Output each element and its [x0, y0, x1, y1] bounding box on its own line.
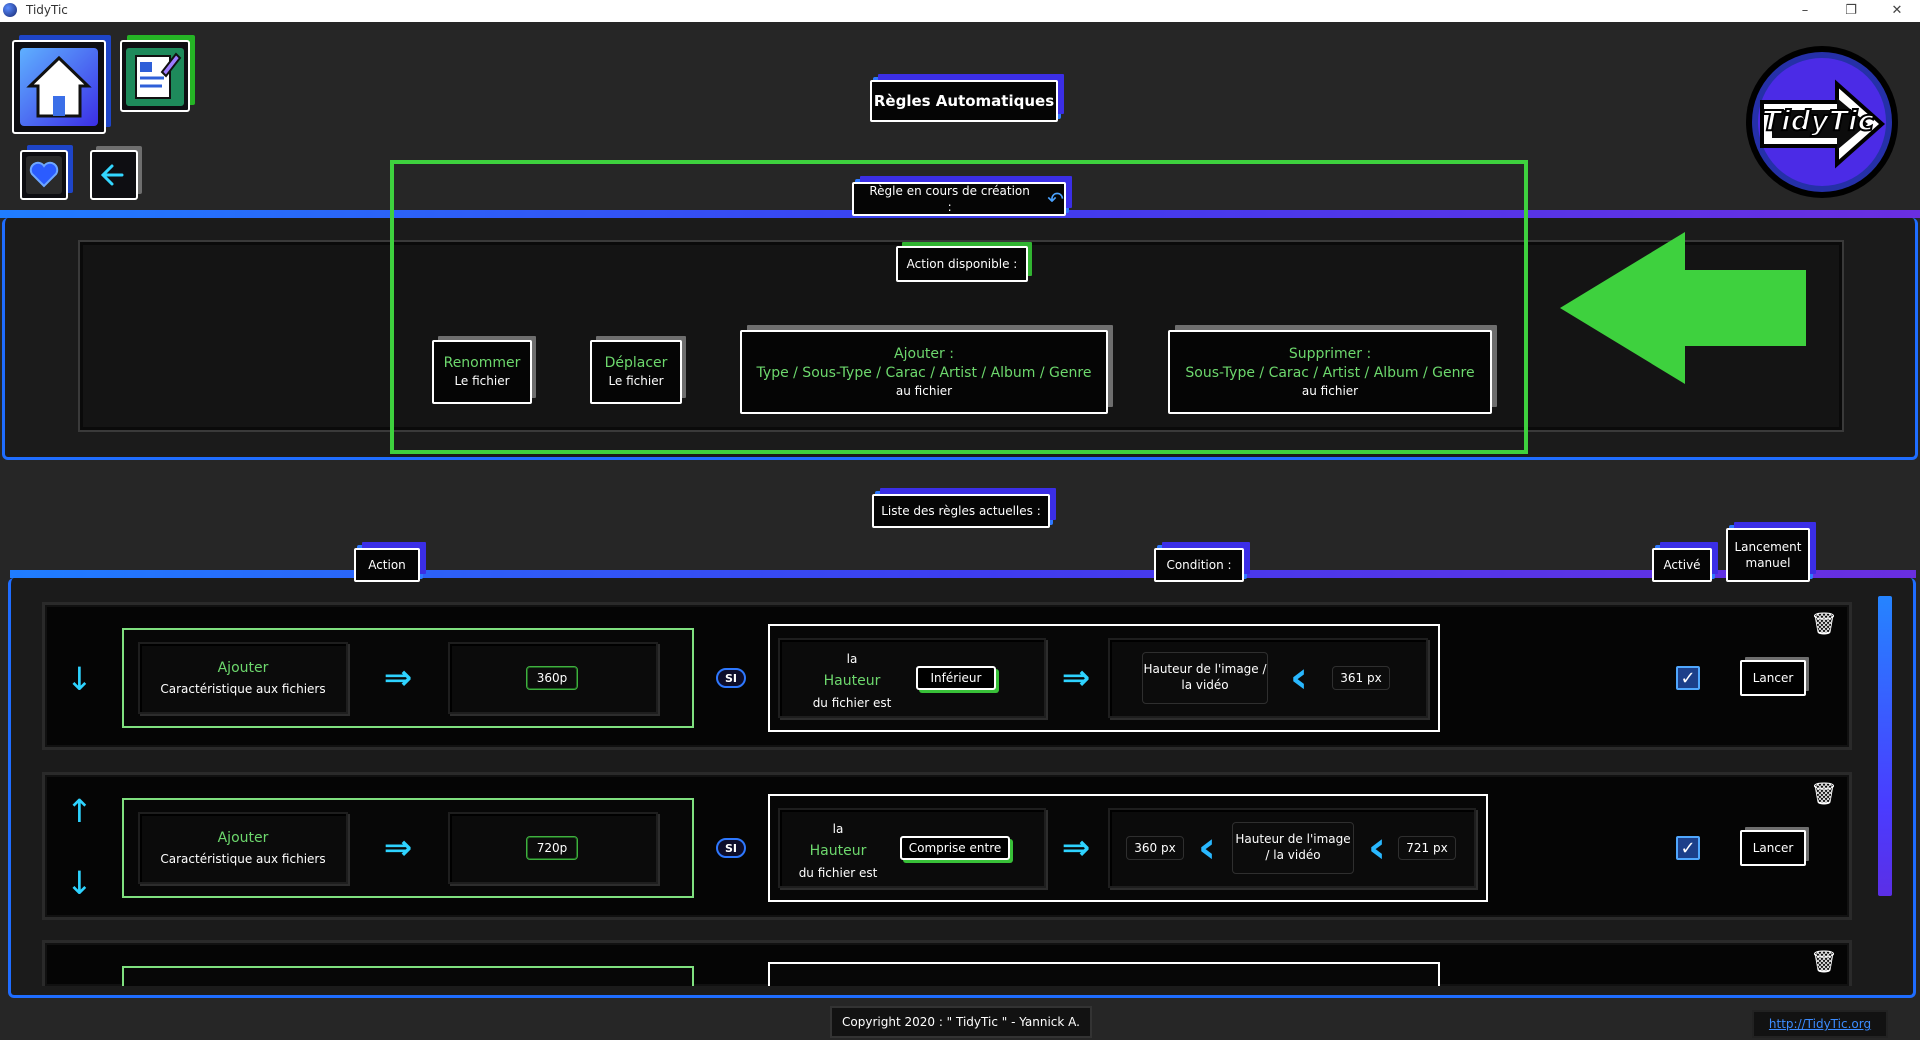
rule-1-launch-button[interactable]: Lancer [1740, 660, 1806, 696]
rule-1-cond-text: la Hauteur du fichier est [790, 648, 914, 714]
website-link-text[interactable]: http://TidyTic.org [1768, 1017, 1872, 1031]
close-button[interactable]: ✕ [1891, 3, 1903, 18]
edit-rules-button[interactable] [120, 40, 190, 112]
highlight-frame [390, 160, 1528, 454]
back-button[interactable] [90, 150, 138, 200]
available-action-label: Action disponible : [896, 246, 1028, 282]
rule-1-cond-sub: du fichier est [812, 696, 892, 710]
rule-3-delete-icon[interactable]: 🗑 [1810, 950, 1838, 975]
rule-2-launch-button[interactable]: Lancer [1740, 830, 1806, 866]
big-arrow-left-icon [1560, 232, 1806, 384]
action-rename-button[interactable]: Renommer Le fichier [432, 340, 532, 404]
rule-1-target: Hauteur de l'image / la vidéo [1142, 652, 1268, 704]
action-remove-title: Supprimer : [1288, 346, 1372, 363]
rule-1-cond-la: la [846, 652, 858, 666]
undo-icon[interactable]: ↶ [1047, 186, 1064, 211]
rule-1-less-than-icon: ‹ [1289, 652, 1309, 703]
rule-2-arrow-icon: ⇒ [383, 828, 413, 868]
rule-1-arrow-icon: ⇒ [383, 658, 413, 698]
action-rename-title: Renommer [443, 355, 521, 372]
rule-2-cond-text: la Hauteur du fichier est [776, 818, 900, 884]
rules-list-label: Liste des règles actuelles : [872, 494, 1050, 528]
rule-2-operator[interactable]: Comprise entre [900, 836, 1010, 860]
rule-2-active-checkbox[interactable]: ✓ [1676, 836, 1700, 860]
rule-2-cond-sub: du fichier est [798, 866, 878, 880]
rule-1-bound-high: 361 px [1332, 666, 1390, 690]
rule-1-active-checkbox[interactable]: ✓ [1676, 666, 1700, 690]
title-bar: TidyTic – ❐ ✕ [0, 0, 1920, 22]
rule-2-action-desc: Ajouter Caractéristique aux fichiers [138, 812, 348, 884]
page-title: Règles Automatiques [870, 80, 1058, 122]
window-title: TidyTic [26, 3, 68, 17]
rules-scrollbar[interactable] [1878, 596, 1892, 896]
rule-1-cond-prop: Hauteur [823, 673, 881, 689]
rule-2-bound-high: 721 px [1398, 836, 1456, 860]
rule-2-cond-prop: Hauteur [809, 843, 867, 859]
rules-band [10, 570, 1916, 578]
rule-2-si-badge: SI [716, 838, 746, 858]
rule-2-value: 720p [526, 836, 578, 860]
rule-2-less-than-icon-2: ‹ [1367, 822, 1387, 873]
copyright: Copyright 2020 : " TidyTic " - Yannick A… [830, 1006, 1092, 1038]
action-add-detail: Type / Sous-Type / Carac / Artist / Albu… [756, 364, 1092, 381]
rule-1-cond-left [778, 638, 1046, 718]
rule-1-action-title: Ajouter [217, 660, 269, 677]
action-rename-sub: Le fichier [454, 374, 510, 389]
rule-2-action-title: Ajouter [217, 830, 269, 847]
home-icon [20, 48, 98, 126]
app-icon [3, 3, 17, 17]
rule-2-cond-la: la [832, 822, 844, 836]
minimize-button[interactable]: – [1801, 3, 1809, 18]
rule-1-arrow2-icon: ⇒ [1061, 658, 1091, 698]
column-active-header: Activé [1652, 548, 1712, 582]
column-condition-header: Condition : [1154, 548, 1244, 582]
tidytic-logo: TidyTic [1742, 42, 1900, 202]
column-manual-header: Lancement manuel [1726, 528, 1810, 582]
action-remove-detail: Sous-Type / Carac / Artist / Album / Gen… [1185, 364, 1475, 381]
action-add-button[interactable]: Ajouter : Type / Sous-Type / Carac / Art… [740, 330, 1108, 414]
arrow-left-icon [100, 164, 124, 186]
favorites-button[interactable] [20, 150, 68, 200]
home-button[interactable] [12, 40, 106, 134]
rule-3-action [122, 966, 694, 986]
move-down-icon-2[interactable]: ↓ [66, 864, 93, 902]
logo-icon [1746, 46, 1898, 198]
rule-2-bound-low: 360 px [1126, 836, 1184, 860]
heart-icon [26, 156, 62, 194]
action-move-button[interactable]: Déplacer Le fichier [590, 340, 682, 404]
creation-label: Règle en cours de création : ↶ [852, 182, 1066, 216]
action-move-sub: Le fichier [608, 374, 664, 389]
maximize-button[interactable]: ❐ [1845, 3, 1857, 18]
action-remove-button[interactable]: Supprimer : Sous-Type / Carac / Artist /… [1168, 330, 1492, 414]
rule-1-si-badge: SI [716, 668, 746, 688]
action-remove-sub: au fichier [1301, 383, 1359, 398]
rule-3-condition [768, 962, 1440, 986]
rule-1-value: 360p [526, 666, 578, 690]
column-action-header: Action [354, 548, 420, 582]
rule-1-delete-icon[interactable]: 🗑 [1810, 612, 1838, 637]
move-up-icon[interactable]: ↑ [66, 792, 93, 830]
edit-document-icon [126, 48, 184, 106]
logo-text: TidyTic [1761, 103, 1875, 138]
rule-2-action-sub: Caractéristique aux fichiers [160, 851, 326, 866]
rule-2-delete-icon[interactable]: 🗑 [1810, 782, 1838, 807]
rule-1-action-desc: Ajouter Caractéristique aux fichiers [138, 642, 348, 714]
rule-1-operator[interactable]: Inférieur [916, 666, 996, 690]
rule-2-arrow2-icon: ⇒ [1061, 828, 1091, 868]
creation-label-text: Règle en cours de création : [869, 183, 1030, 214]
rule-1-action-sub: Caractéristique aux fichiers [160, 681, 326, 696]
action-move-title: Déplacer [604, 355, 668, 372]
move-down-icon[interactable]: ↓ [66, 660, 93, 698]
action-add-sub: au fichier [895, 383, 953, 398]
website-link[interactable]: http://TidyTic.org [1752, 1010, 1888, 1038]
action-add-title: Ajouter : [894, 346, 954, 363]
rule-2-target: Hauteur de l'image / la vidéo [1232, 822, 1354, 874]
rule-2-less-than-icon: ‹ [1197, 822, 1217, 873]
